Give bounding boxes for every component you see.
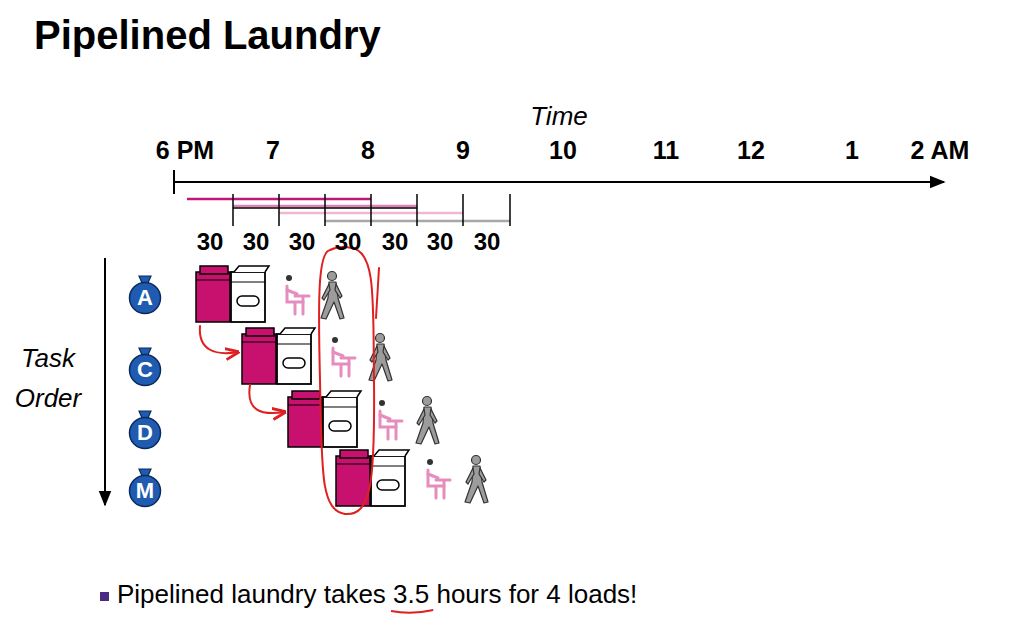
washer-icon [336,450,370,506]
walker-icon [465,456,488,504]
interval-tick [324,194,326,226]
axis-title: Task Order [8,338,88,418]
dryer-icon [323,391,361,447]
hour-label: 11 [653,136,679,165]
duration-label: 30 [427,228,454,256]
dryer-icon [231,266,269,322]
folder-icon [427,459,450,498]
laundry-bag: M [128,468,162,508]
laundry-bag: C [128,347,162,387]
interval-tick [232,194,234,226]
duration-label: 30 [289,228,316,256]
walker-icon [369,334,392,382]
task-letter: D [128,410,162,446]
axis-tick [173,170,175,194]
interval-tick [278,194,280,226]
interval-tick [462,194,464,226]
laundry-bag: D [128,410,162,450]
axis-title: Time [530,102,588,132]
interval-tick [416,194,418,226]
task-letter: C [128,347,162,383]
laundry-bag: A [128,275,162,315]
time-axis [174,181,944,183]
red-underline [391,610,433,613]
duration-label: 30 [197,228,224,256]
walker-icon [416,397,439,445]
bullet-mark [100,592,109,601]
task-letter: A [128,275,162,311]
slide-title: Pipelined Laundry [34,12,381,58]
task-letter: M [128,468,162,504]
washer-icon [242,328,276,384]
folder-icon [286,275,309,314]
folder-icon [332,337,355,376]
hour-label: 7 [266,136,280,165]
dryer-icon [371,450,409,506]
bullet-text: Pipelined laundry takes 3.5 hours for 4 … [117,580,637,610]
dryer-icon [277,328,315,384]
hour-label: 2 AM [911,136,970,165]
washer-icon [196,266,230,322]
hour-label: 1 [845,136,859,165]
folder-icon [379,400,402,439]
hour-label: 6 PM [156,136,214,165]
task-order-arrow [104,258,106,505]
duration-label: 30 [243,228,270,256]
duration-label: 30 [382,228,409,256]
hour-label: 8 [361,136,375,165]
interval-tick [370,194,372,226]
duration-label: 30 [474,228,501,256]
hour-label: 10 [549,136,577,165]
red-annotation [200,247,379,514]
hour-label: 12 [737,136,765,165]
duration-label: 30 [335,228,362,256]
interval-tick [509,194,511,226]
washer-icon [288,391,322,447]
hour-label: 9 [456,136,470,165]
walker-icon [321,272,344,320]
